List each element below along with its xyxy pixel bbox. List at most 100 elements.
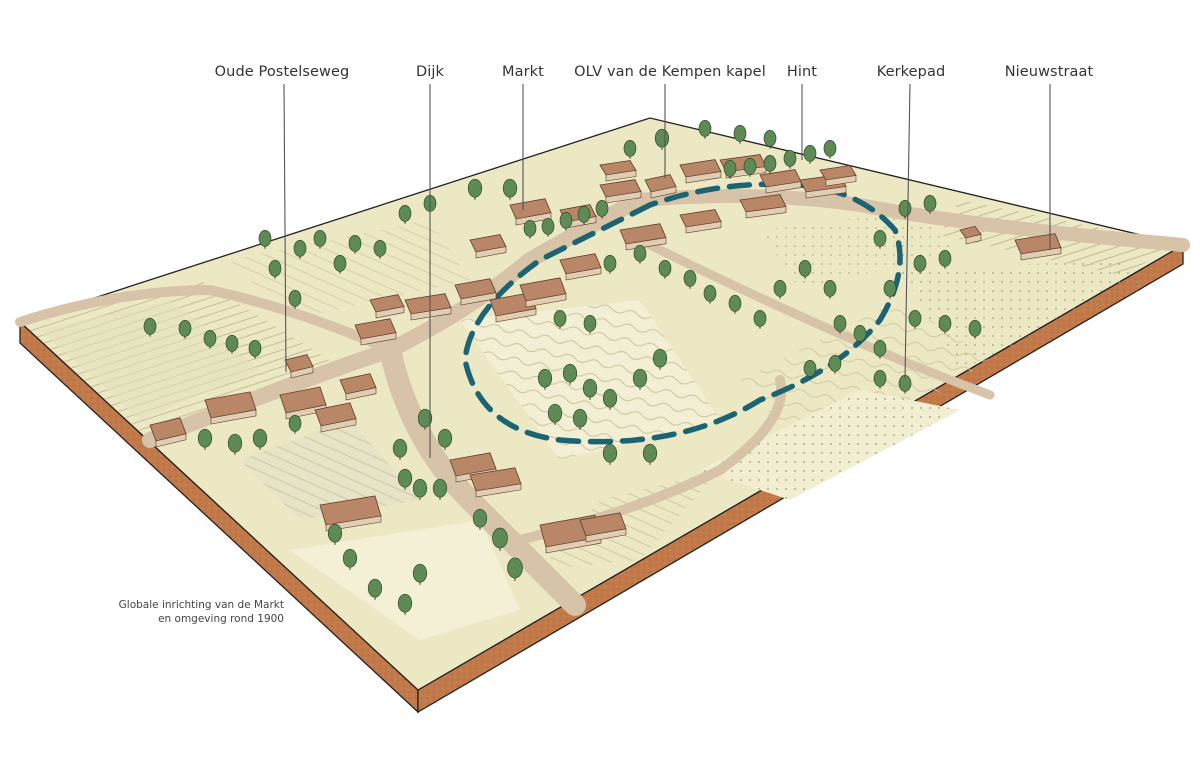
tree: [633, 245, 647, 264]
tree: [398, 205, 412, 224]
label-oude-postelseweg: Oude Postelseweg: [214, 64, 350, 80]
tree: [342, 548, 358, 570]
house: [579, 512, 627, 543]
label-nieuwstraat: Nieuwstraat: [1004, 64, 1094, 80]
house: [959, 225, 982, 245]
tree: [523, 220, 537, 239]
tree: [923, 195, 937, 214]
tree: [968, 320, 982, 339]
tree: [562, 363, 578, 385]
caption-line-2: en omgeving rond 1900: [158, 613, 284, 625]
tree: [327, 523, 343, 545]
house: [819, 165, 857, 187]
tree: [798, 260, 812, 279]
tree: [225, 335, 239, 354]
house: [599, 179, 642, 204]
house: [509, 198, 552, 226]
road-oude-postelseweg: [142, 192, 648, 448]
leader-lines: [283, 83, 1051, 458]
tree: [392, 438, 408, 460]
tree: [582, 378, 598, 400]
tree: [412, 563, 428, 585]
tree: [828, 355, 842, 374]
leader-kerkepad: [904, 83, 911, 379]
tree: [437, 428, 453, 450]
road-dijk: [379, 339, 586, 616]
tree: [723, 160, 737, 179]
tree: [432, 478, 448, 500]
tree: [258, 230, 272, 249]
tree: [938, 250, 952, 269]
tree: [397, 468, 413, 490]
tree: [603, 255, 617, 274]
house: [404, 293, 452, 321]
house: [314, 402, 357, 433]
tree: [313, 230, 327, 249]
house: [454, 278, 497, 306]
tree: [908, 310, 922, 329]
tree: [553, 310, 567, 329]
tree: [703, 285, 717, 304]
tree: [227, 433, 243, 455]
house: [369, 294, 405, 319]
tree: [683, 270, 697, 289]
tree: [873, 340, 887, 359]
tree: [268, 260, 282, 279]
tree: [492, 527, 508, 551]
tree: [763, 155, 777, 174]
label-kerkepad: Kerkepad: [876, 64, 946, 80]
tree: [743, 158, 757, 177]
house: [599, 160, 637, 182]
tree: [373, 240, 387, 259]
house: [149, 417, 187, 448]
map-caption: Globale inrichting van de Markt en omgev…: [100, 598, 284, 626]
tree: [658, 260, 672, 279]
house: [204, 391, 257, 425]
house: [679, 209, 722, 234]
tree: [733, 125, 747, 144]
tree: [577, 206, 591, 225]
house: [519, 277, 567, 308]
tree: [559, 212, 573, 231]
tree: [197, 428, 213, 450]
tree: [652, 348, 668, 370]
house: [644, 174, 677, 199]
tree: [642, 443, 658, 465]
tree: [913, 255, 927, 274]
tree: [873, 230, 887, 249]
house: [739, 194, 787, 219]
house: [559, 253, 602, 281]
tree: [288, 415, 302, 434]
tree: [537, 368, 553, 390]
tree: [502, 178, 518, 200]
label-markt: Markt: [502, 64, 544, 80]
tree: [178, 320, 192, 339]
tree: [833, 315, 847, 334]
caption-line-1: Globale inrichting van de Markt: [118, 599, 284, 611]
tree: [803, 145, 817, 164]
house: [759, 169, 802, 194]
tree: [248, 340, 262, 359]
tree: [367, 578, 383, 600]
label-hint: Hint: [786, 64, 818, 80]
house: [354, 318, 397, 346]
tree: [507, 557, 523, 581]
tree: [803, 360, 817, 379]
house: [284, 354, 314, 379]
tree: [823, 140, 837, 159]
tree: [293, 240, 307, 259]
tree: [728, 295, 742, 314]
trees: [143, 120, 982, 615]
tree: [883, 280, 897, 299]
tree: [753, 310, 767, 329]
tree: [783, 150, 797, 169]
house: [469, 234, 507, 259]
tree: [632, 368, 648, 390]
tree: [623, 140, 637, 159]
tree: [472, 508, 488, 530]
tree: [853, 325, 867, 344]
tree: [252, 428, 268, 450]
tree: [773, 280, 787, 299]
house: [679, 159, 722, 184]
